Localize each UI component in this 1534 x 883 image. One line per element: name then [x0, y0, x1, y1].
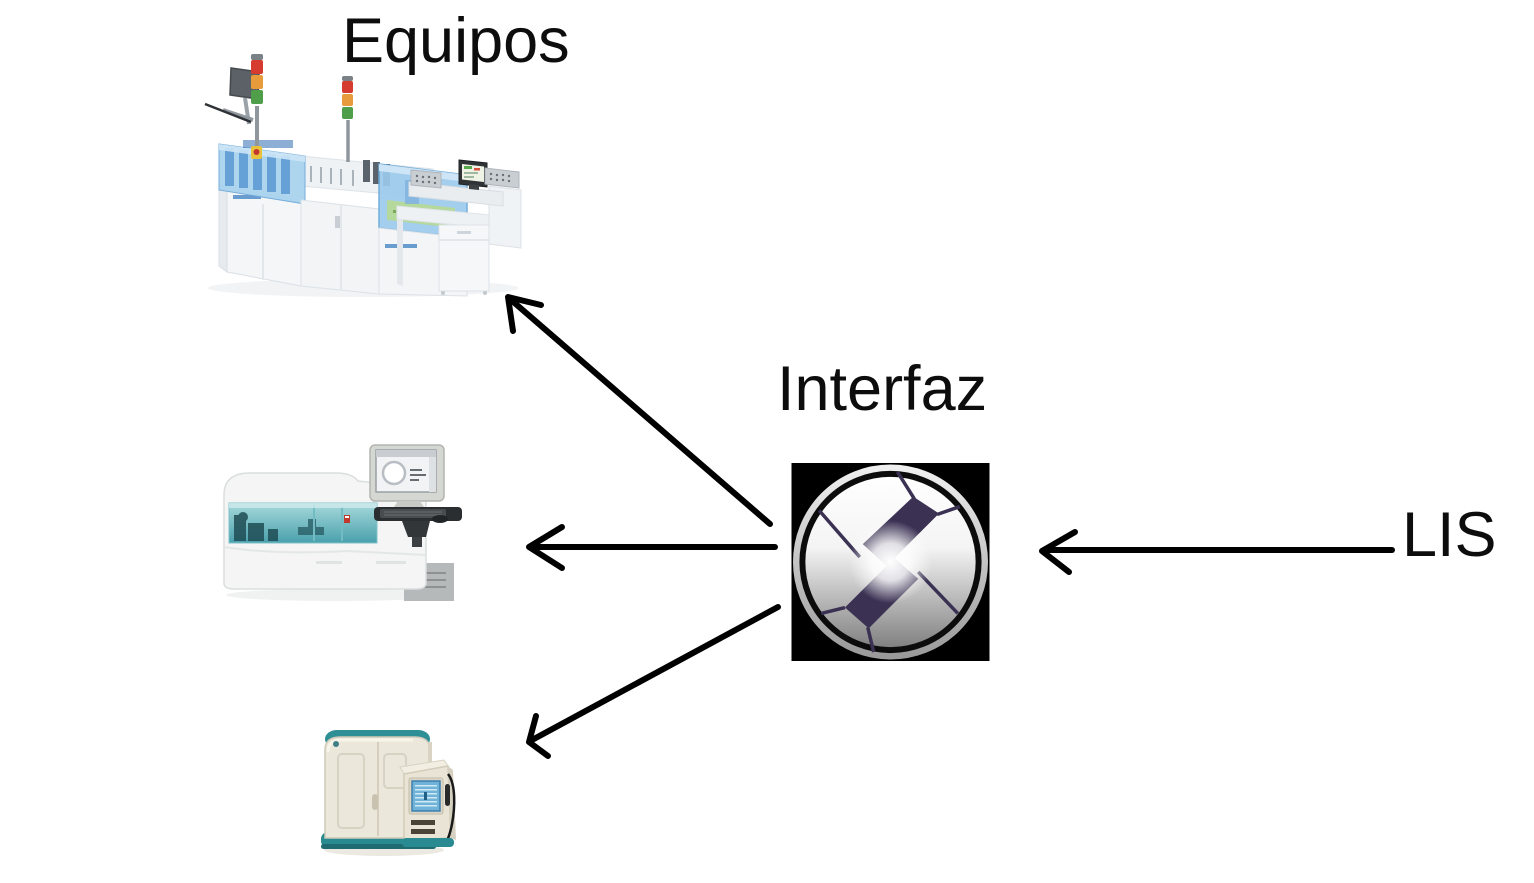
- keyboard-tray-icon: [374, 507, 462, 547]
- scanner-wand-icon: [445, 784, 450, 806]
- arrow-interfaz-to-blood-culture: [526, 604, 781, 759]
- chemistry-analyzer-image: [223, 444, 462, 601]
- interfaz-label: Interfaz: [777, 354, 988, 424]
- blood-culture-incubator-image: [321, 730, 456, 856]
- arrow-interfaz-to-chemistry-analyzer: [526, 524, 778, 571]
- brand-logo-icon: [333, 741, 339, 747]
- signal-tower-icon: [342, 76, 353, 162]
- equipos-label: Equipos: [342, 6, 570, 76]
- interfaz-shutter-logo-icon: [791, 463, 990, 661]
- crt-monitor-icon: [369, 444, 445, 507]
- signal-tower-icon: [251, 54, 263, 159]
- lab-automation-line-image: [204, 54, 522, 297]
- lis-label: LIS: [1402, 500, 1497, 570]
- arrow-lis-to-interfaz: [1039, 529, 1395, 575]
- arrow-interfaz-to-automation-line: [505, 294, 773, 527]
